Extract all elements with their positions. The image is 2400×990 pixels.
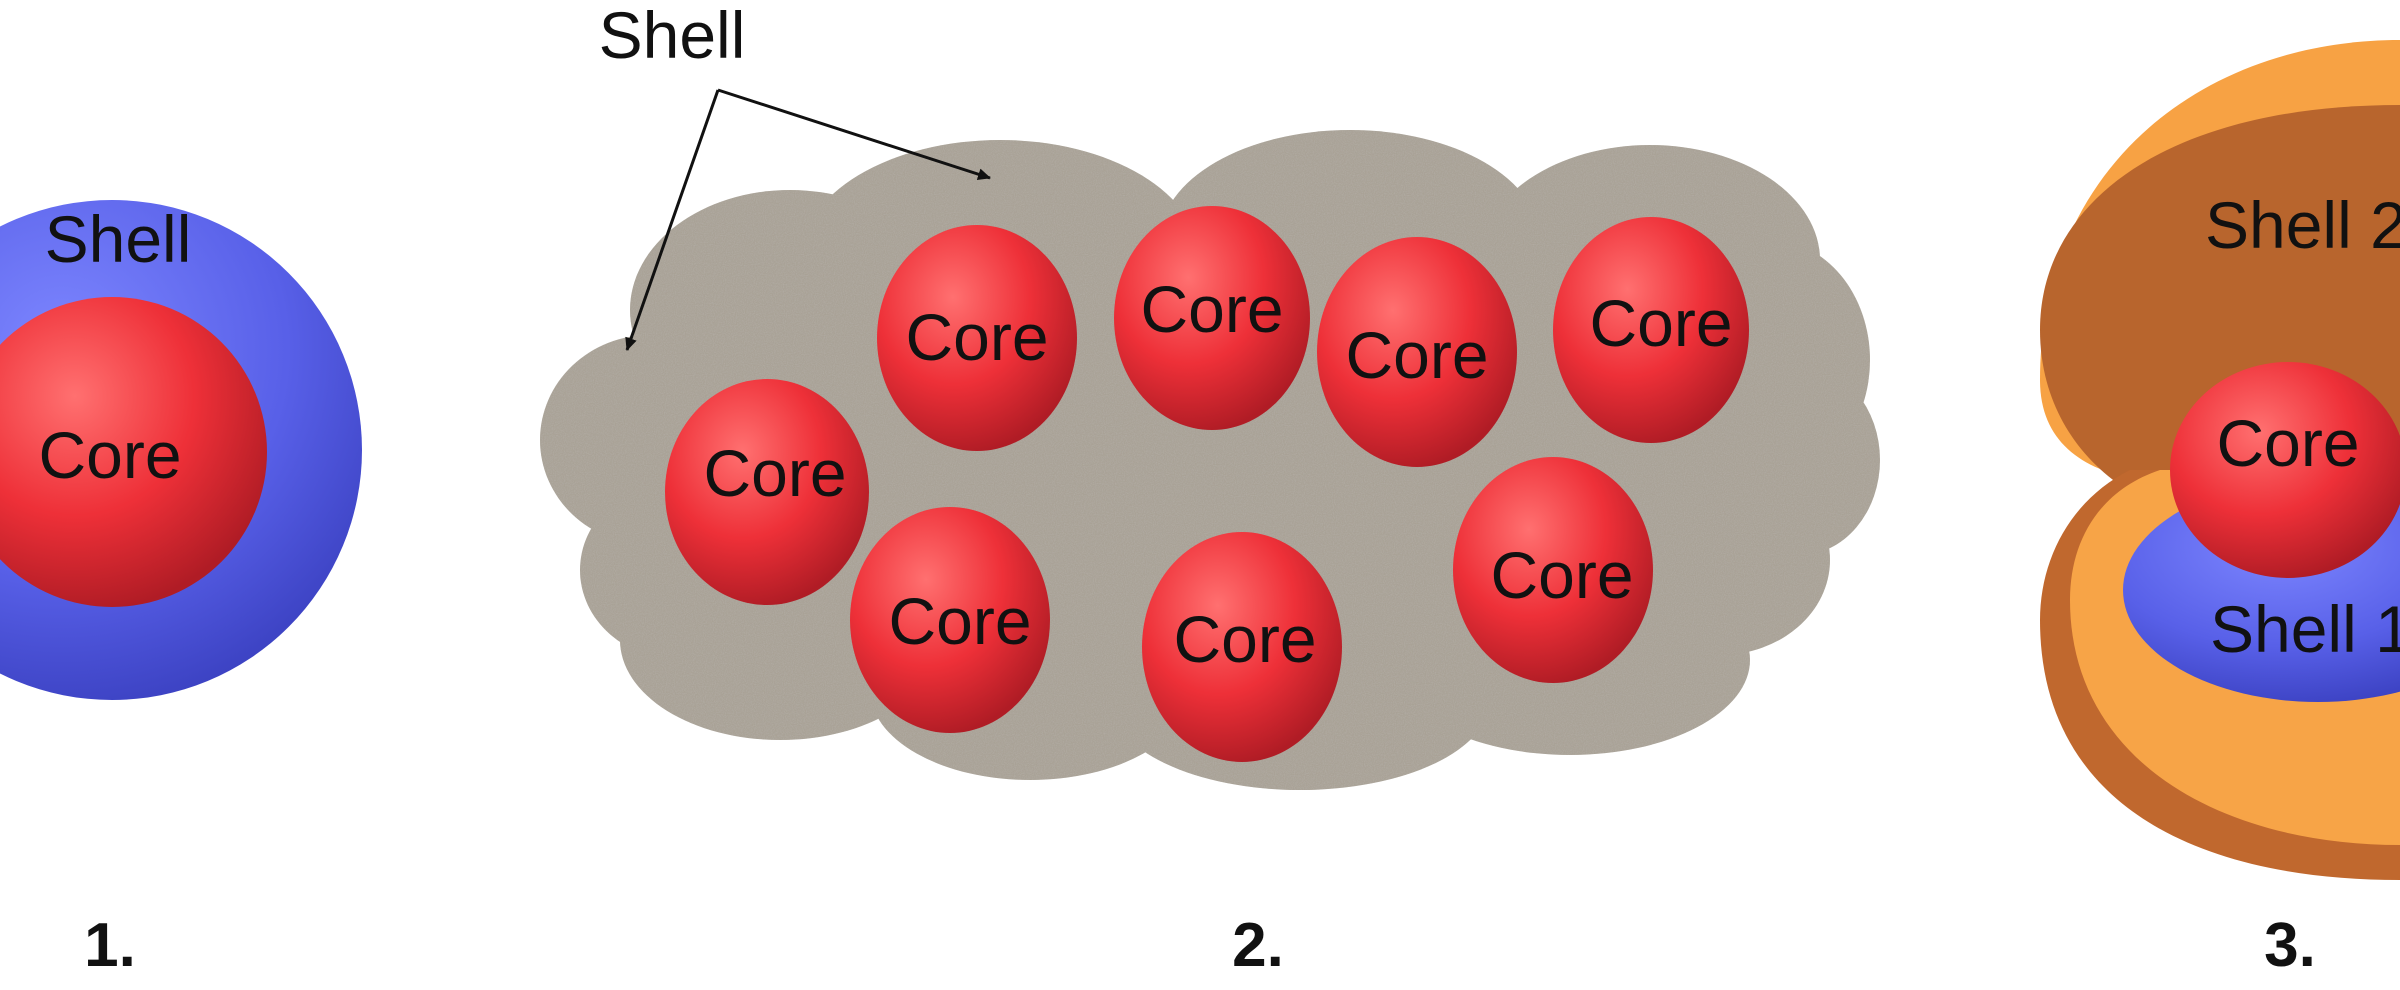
panel2-number: 2. [1232,911,1284,980]
panel2-core-1 [877,225,1077,451]
panel-1: Shell Core 1. [0,200,362,980]
panel2-core-label-3: Core [1345,318,1488,392]
panel2-core-4 [1553,217,1749,443]
panel3-core [2170,362,2400,578]
panel2-core-label-7: Core [1173,602,1316,676]
panel3-shell2-label: Shell 2 [2205,188,2400,262]
panel1-shell-label: Shell [45,202,192,276]
panel2-core-label-6: Core [888,584,1031,658]
panel2-core-label-2: Core [1140,272,1283,346]
panel2-core-label-5: Core [703,436,846,510]
panel2-core-2 [1114,206,1310,430]
panel2-core-3 [1317,237,1517,467]
panel-3: Shell 2 Core Shell 1 3. [2040,40,2400,980]
panel1-core [0,297,267,607]
panel1-core-label: Core [38,418,181,492]
panel3-number: 3. [2264,911,2316,980]
panel2-core-6 [850,507,1050,733]
panel2-core-8 [1453,457,1653,683]
panel2-shell-label: Shell [599,0,746,72]
panel-2: Core Core Core Core Core Core Core Core … [540,0,1880,980]
panel2-shell-arrow-right [717,88,991,181]
panel2-core-5 [665,379,869,605]
panel1-number: 1. [84,911,136,980]
panel3-shell1-label: Shell 1 [2210,592,2400,666]
panel2-core-label-4: Core [1589,286,1732,360]
panel2-core-label-1: Core [905,300,1048,374]
panel3-core-label: Core [2216,406,2359,480]
panel2-core-7 [1142,532,1342,762]
panel2-core-label-8: Core [1490,538,1633,612]
panel2-shell-arrow-left [625,89,720,351]
